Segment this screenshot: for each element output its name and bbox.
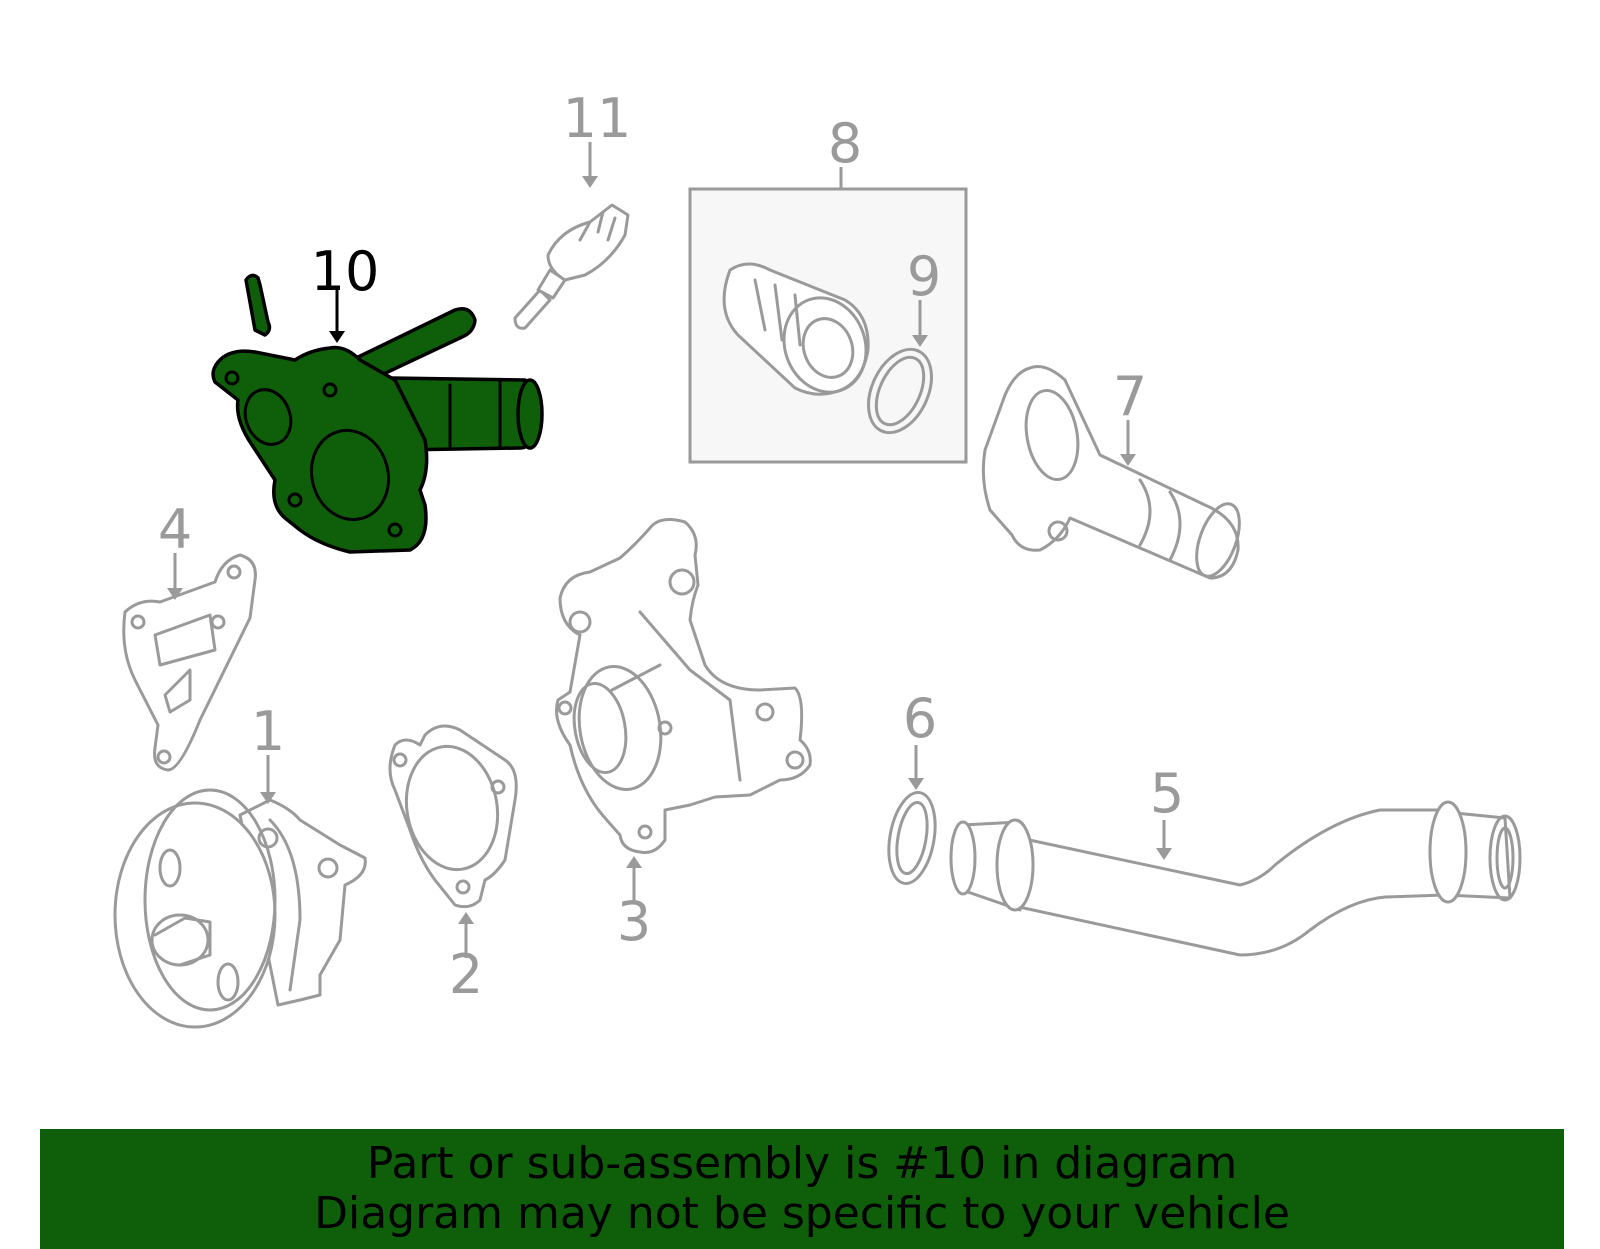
callout-3: 3 [617, 890, 651, 953]
callout-10: 10 [311, 240, 380, 303]
part-8-thermostat[interactable] [722, 262, 879, 404]
part-4-gasket[interactable] [122, 553, 257, 772]
banner-line-2: Diagram may not be specific to your vehi… [314, 1188, 1290, 1239]
part-10-water-outlet-housing[interactable] [211, 273, 544, 554]
callout-11: 11 [563, 87, 632, 150]
part-3-pump-housing[interactable] [555, 518, 812, 854]
part-2-gasket[interactable] [388, 724, 518, 909]
banner-line-1: Part or sub-assembly is #10 in diagram [366, 1138, 1238, 1189]
part-6-o-ring[interactable] [882, 789, 941, 887]
callout-1: 1 [251, 700, 285, 763]
part-7-water-inlet[interactable] [981, 365, 1248, 582]
info-banner: Part or sub-assembly is #10 in diagram D… [40, 1129, 1564, 1249]
callout-4: 4 [158, 498, 192, 561]
callout-6: 6 [903, 687, 937, 750]
part-9-o-ring[interactable] [856, 339, 944, 442]
callout-9: 9 [907, 245, 941, 308]
callout-2: 2 [449, 943, 483, 1006]
part-1-water-pump[interactable] [113, 788, 367, 1029]
part-5-water-pipe[interactable] [949, 800, 1522, 957]
callout-7: 7 [1113, 365, 1147, 428]
callout-8: 8 [828, 112, 862, 175]
part-11-sensor[interactable] [513, 203, 630, 330]
callout-5: 5 [1150, 762, 1184, 825]
